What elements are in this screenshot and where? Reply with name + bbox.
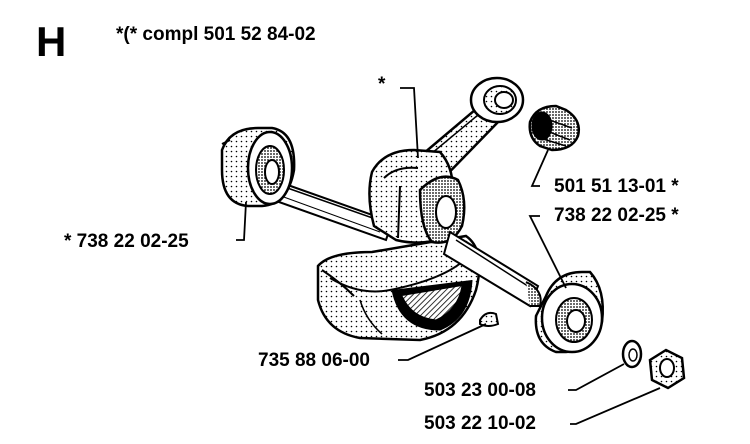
- crank-big-end: [368, 148, 466, 244]
- nut: [648, 348, 686, 390]
- right-ball-bearing: [534, 270, 604, 354]
- callout-bearing-right: 738 22 02-25 *: [554, 205, 679, 226]
- crank-counterweight: [316, 234, 481, 342]
- leader-bearing-left: [236, 201, 247, 241]
- needle-bearing: [528, 104, 580, 152]
- leader-washer: [568, 363, 625, 391]
- callout-washer: 503 23 00-08: [424, 380, 536, 401]
- leader-nut: [570, 387, 661, 425]
- leader-lines: [236, 87, 661, 425]
- leader-conrod: [400, 87, 419, 159]
- left-ball-bearing: [220, 126, 296, 208]
- callout-bearing-left: * 738 22 02-25: [64, 231, 189, 252]
- washer: [621, 339, 643, 369]
- leader-needle-bearing: [530, 149, 549, 187]
- leader-key: [398, 323, 487, 361]
- woodruff-key: [479, 311, 500, 327]
- section-letter: H: [36, 18, 67, 65]
- leader-bearing-right: [528, 215, 567, 289]
- callout-needle-bearing: 501 51 13-01 *: [554, 176, 679, 197]
- kit-note: *(* compl 501 52 84-02: [116, 24, 316, 45]
- callout-key: 735 88 06-00: [258, 350, 370, 371]
- callout-conrod-star: *: [378, 74, 386, 95]
- right-shaft: [442, 230, 542, 308]
- callout-nut: 503 22 10-02: [424, 413, 536, 434]
